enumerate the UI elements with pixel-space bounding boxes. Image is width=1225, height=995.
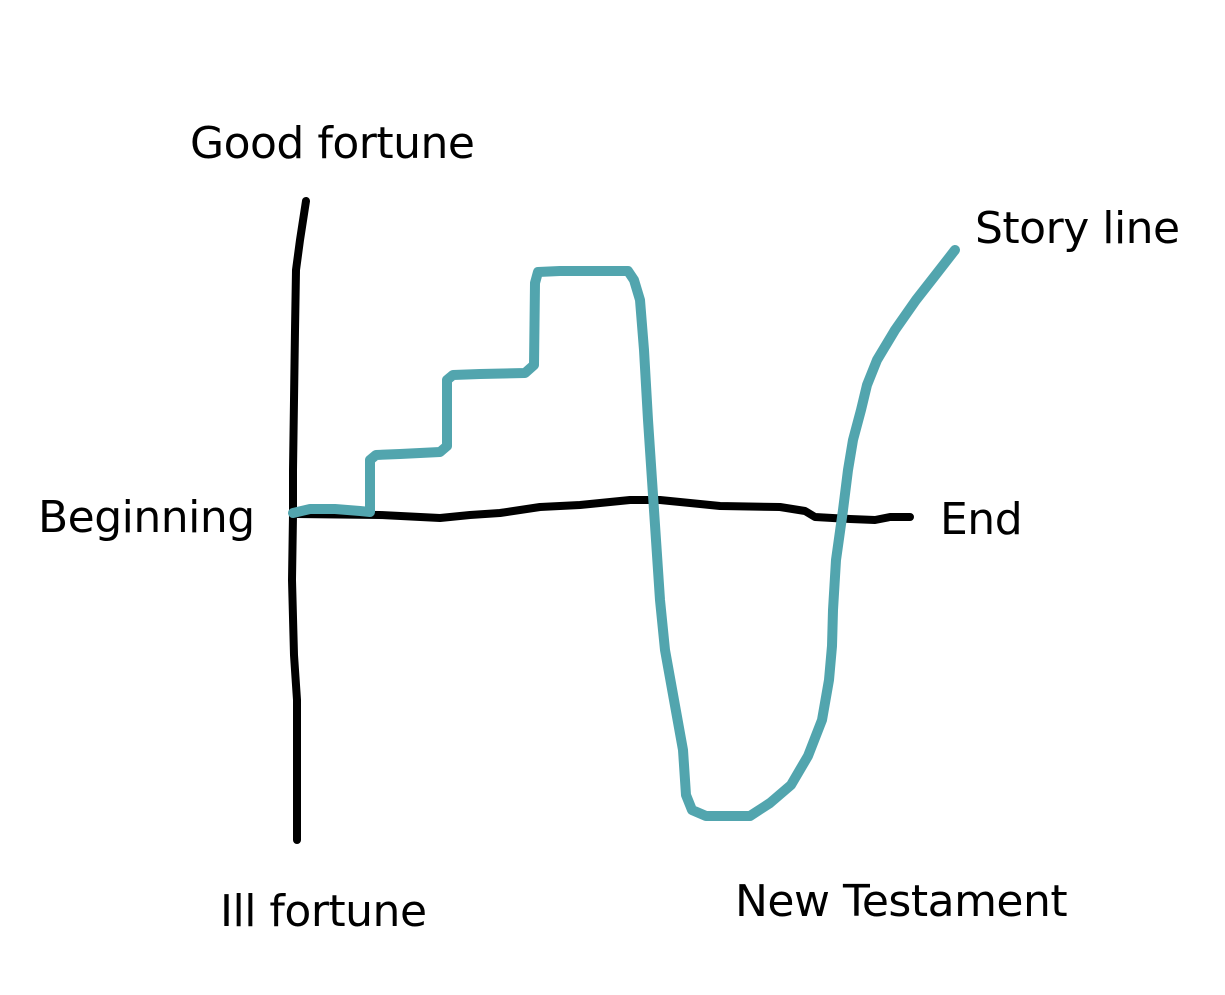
x-axis-start-label: Beginning: [38, 492, 255, 543]
new-testament-label: New Testament: [735, 876, 1068, 927]
fortune-axis: [288, 197, 310, 844]
time-axis: [291, 496, 914, 524]
y-axis-bottom-label: Ill fortune: [220, 886, 427, 937]
y-axis-top-label: Good fortune: [190, 118, 475, 169]
story-line: [288, 245, 960, 821]
x-axis-end-label: End: [940, 494, 1023, 545]
story-line-label: Story line: [975, 203, 1180, 254]
